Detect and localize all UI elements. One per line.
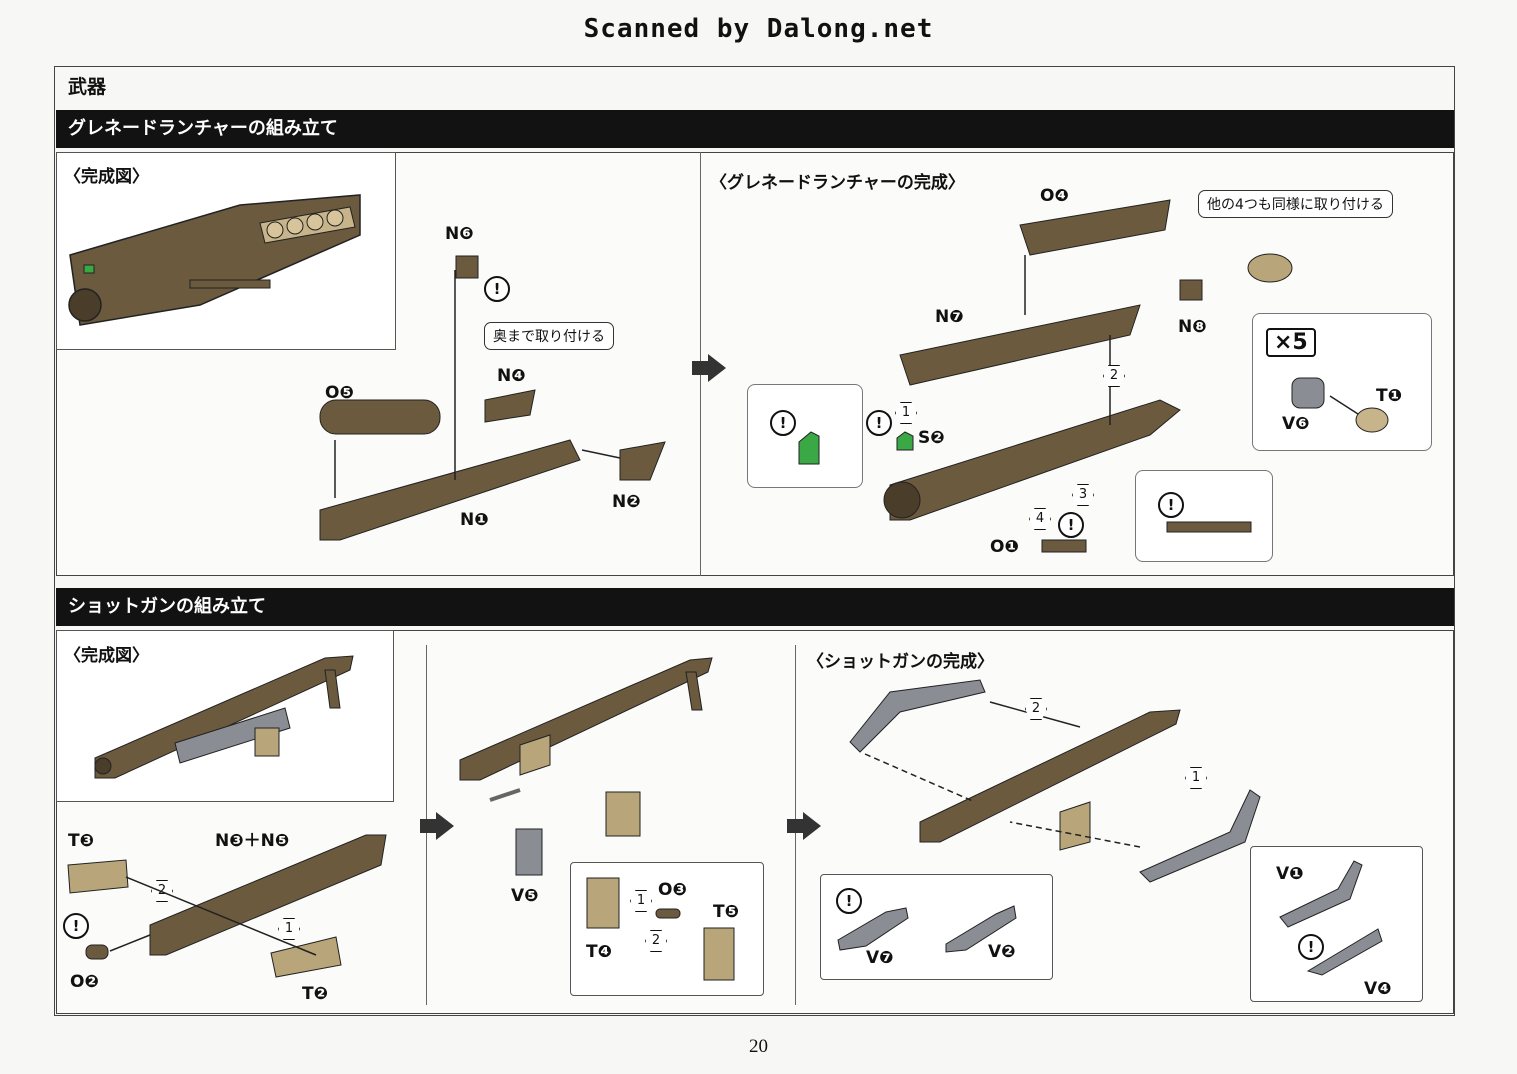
shotgun-done-label: 〈ショットガンの完成〉 [807, 652, 994, 672]
part-label-v4: V❹ [1364, 979, 1392, 999]
warning-icon: ! [1298, 934, 1324, 960]
part-label-n1: N❶ [460, 510, 489, 530]
next-step-arrow [692, 354, 726, 382]
section-bar-grenade: グレネードランチャーの組み立て [56, 110, 1454, 148]
part-label-o2: O❷ [70, 972, 99, 992]
scan-credit: Scanned by Dalong.net [583, 14, 934, 44]
step-marker-4: 4 [1029, 508, 1051, 530]
manual-frame [54, 66, 1455, 1016]
warning-icon: ! [1058, 512, 1084, 538]
part-label-n2: N❷ [612, 492, 641, 512]
part-label-s2: S❷ [918, 428, 945, 448]
part-label-n8: N❽ [1178, 317, 1207, 337]
shotgun-completed-illustration [94, 655, 354, 779]
note-attach-others: 他の4つも同様に取り付ける [1198, 190, 1393, 218]
detail-callout-s2 [747, 384, 863, 488]
warning-icon: ! [63, 913, 89, 939]
part-label-t1: T❶ [1376, 386, 1402, 406]
step-marker-3: 3 [1072, 484, 1094, 506]
part-n6-illustration [455, 255, 479, 279]
grenade-done-label: 〈グレネードランチャーの完成〉 [710, 173, 965, 193]
part-label-n6: N❻ [445, 224, 474, 244]
magazine-illustration [605, 791, 641, 837]
step-marker-2: 2 [1103, 365, 1125, 387]
step-marker-1: 1 [630, 890, 652, 912]
step-marker-1: 1 [1185, 767, 1207, 789]
round-illustration [1247, 253, 1293, 283]
grenade-completed-label: 〈完成図〉 [64, 167, 149, 187]
part-label-n4: N❹ [497, 366, 526, 386]
part-t4-illustration [586, 877, 620, 929]
detail-callout-o1 [1135, 470, 1273, 562]
next-step-arrow [420, 812, 454, 840]
step-marker-1: 1 [895, 402, 917, 424]
warning-icon: ! [1158, 492, 1184, 518]
page-number: 20 [749, 1036, 768, 1057]
warning-icon: ! [866, 410, 892, 436]
part-s2-detail-illustration [798, 431, 820, 465]
part-label-o5: O❺ [325, 383, 354, 403]
detail-callout-round [1252, 313, 1432, 451]
part-o1-illustration [1041, 539, 1087, 553]
part-label-v6: V❻ [1282, 414, 1310, 434]
step-marker-2: 2 [645, 930, 667, 952]
part-v5-illustration [515, 828, 543, 876]
shotgun-final-illustration [849, 679, 1261, 883]
parts-v7-v2-illustration [837, 905, 1017, 953]
part-label-n3-n5: N❸＋N❺ [215, 831, 290, 851]
part-label-o4: O❹ [1040, 186, 1069, 206]
part-label-t5: T❺ [713, 902, 739, 922]
part-label-t2: T❷ [302, 984, 328, 1004]
detail-box-v1-v4 [1250, 846, 1423, 1002]
round-assembly-illustration [1291, 377, 1389, 433]
step-marker-2: 2 [1025, 698, 1047, 720]
section-bar-shotgun: ショットガンの組み立て [56, 588, 1454, 626]
part-label-n7: N❼ [935, 307, 964, 327]
parts-v1-v4-illustration [1279, 860, 1383, 976]
quantity-multiplier: ×5 [1266, 328, 1316, 357]
warning-icon: ! [770, 410, 796, 436]
part-label-o1: O❶ [990, 537, 1019, 557]
part-label-v7: V❼ [866, 948, 894, 968]
part-o3-illustration [655, 908, 681, 919]
next-step-arrow [787, 812, 821, 840]
grenade-launcher-completed-illustration [68, 194, 361, 326]
part-label-v5: V❺ [511, 886, 539, 906]
part-label-t3: T❸ [68, 831, 94, 851]
shotgun-completed-label: 〈完成図〉 [64, 646, 149, 666]
warning-icon: ! [836, 888, 862, 914]
part-label-v1: V❶ [1276, 864, 1304, 884]
part-s2-illustration [896, 431, 914, 451]
note-push-fully: 奥まで取り付ける [484, 322, 614, 350]
part-label-o3: O❸ [658, 880, 687, 900]
grenade-final-illustration [883, 199, 1203, 521]
shotgun-body-illustration [459, 657, 713, 802]
part-t5-illustration [703, 927, 735, 981]
warning-icon: ! [484, 276, 510, 302]
step-marker-1: 1 [278, 918, 300, 940]
part-label-t4: T❹ [586, 942, 612, 962]
part-label-v2: V❷ [988, 942, 1016, 962]
shotgun-exploded-illustration [67, 834, 387, 978]
grenade-exploded-illustration [319, 270, 666, 541]
category-title: 武器 [68, 76, 107, 98]
part-o1-detail-illustration [1166, 521, 1252, 533]
